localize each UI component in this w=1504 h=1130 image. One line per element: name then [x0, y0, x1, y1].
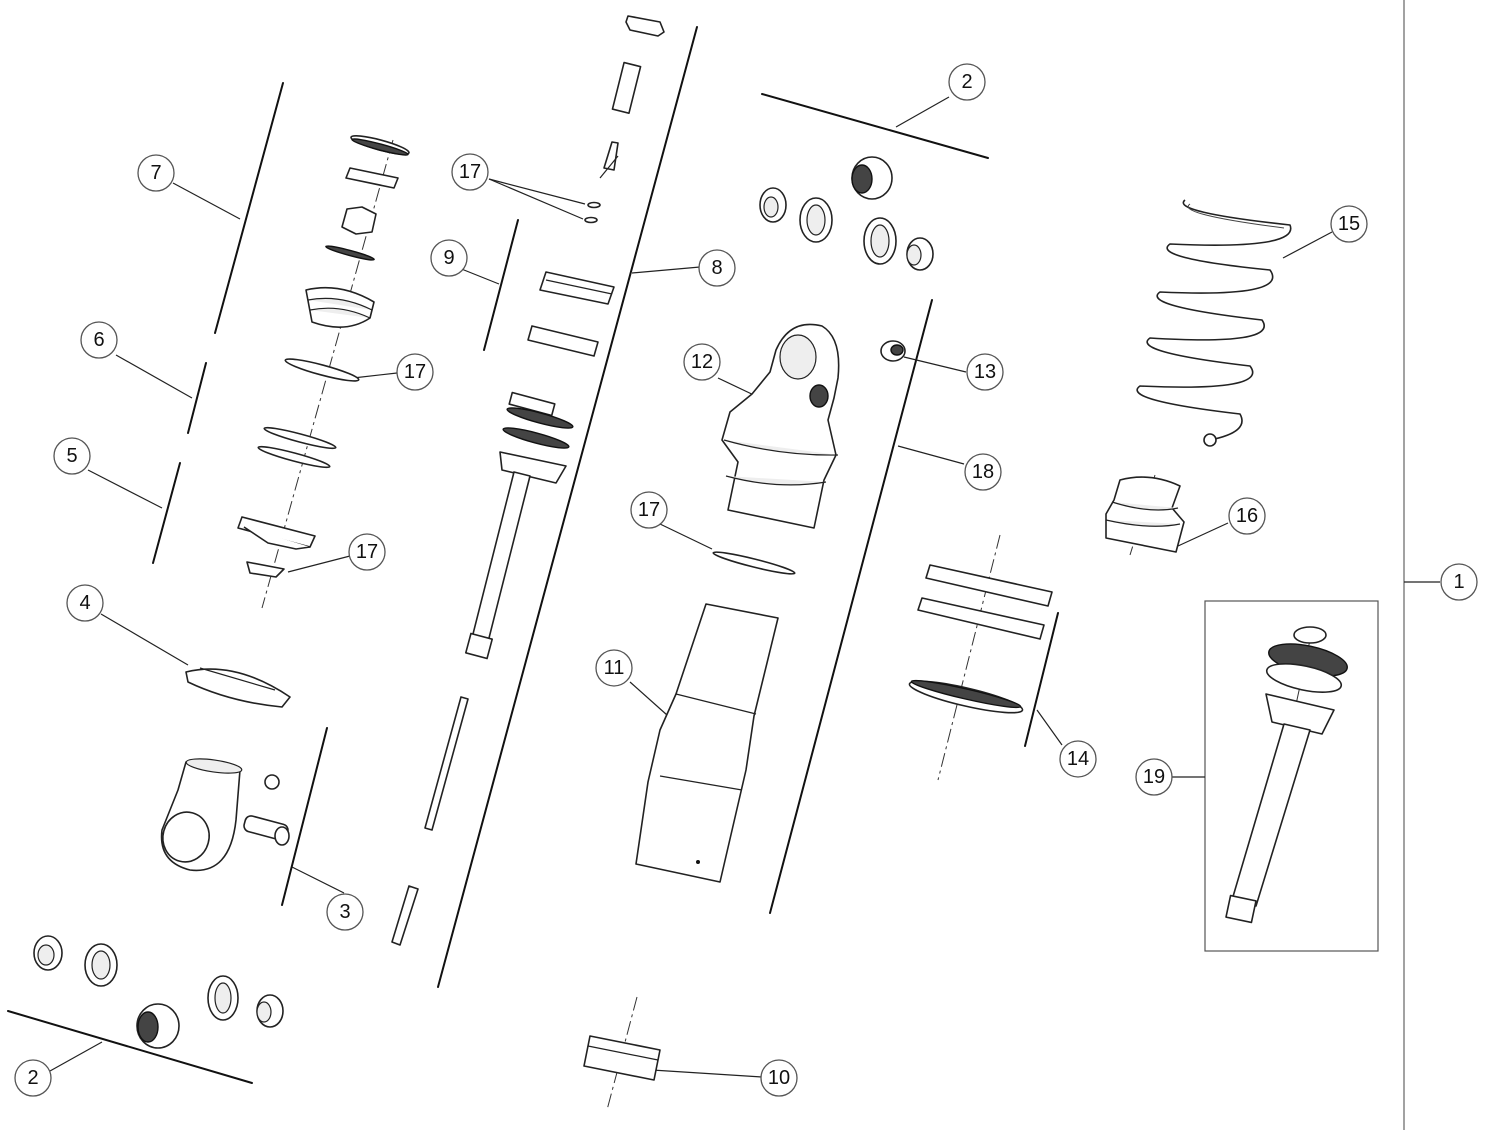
callout-17-center[interactable]: 17 [630, 491, 668, 529]
callout-9[interactable]: 9 [430, 239, 468, 277]
callout-16[interactable]: 16 [1228, 497, 1266, 535]
svg-text:2: 2 [27, 1067, 38, 1089]
svg-text:17: 17 [404, 361, 426, 383]
callout-3[interactable]: 3 [326, 893, 364, 931]
svg-text:8: 8 [711, 257, 722, 279]
svg-text:17: 17 [638, 499, 660, 521]
svg-text:7: 7 [150, 162, 161, 184]
part-12-body [721, 323, 840, 529]
svg-text:11: 11 [604, 657, 625, 679]
group-8-9-parts [391, 15, 665, 946]
svg-text:3: 3 [339, 901, 350, 923]
callout-15[interactable]: 15 [1330, 205, 1368, 243]
svg-text:9: 9 [443, 247, 454, 269]
svg-text:13: 13 [974, 361, 996, 383]
callout-17-top[interactable]: 17 [451, 153, 489, 191]
part-19-shaft-assembly [1225, 626, 1348, 924]
svg-text:6: 6 [93, 329, 104, 351]
group-14-parts [908, 564, 1053, 714]
svg-text:5: 5 [66, 445, 77, 467]
svg-text:17: 17 [356, 541, 378, 563]
part-17-seal [712, 551, 796, 575]
callout-17-lower-left[interactable]: 17 [348, 533, 386, 571]
group-brackets [7, 0, 1405, 1130]
callout-6[interactable]: 6 [80, 321, 118, 359]
callout-14[interactable]: 14 [1059, 740, 1097, 778]
callout-19[interactable]: 19 [1135, 758, 1173, 796]
center-axes [261, 139, 1311, 1111]
svg-text:1: 1 [1453, 571, 1464, 593]
callout-11[interactable]: 11 [595, 649, 633, 687]
part-4-cap [185, 667, 291, 708]
callout-10[interactable]: 10 [760, 1059, 798, 1097]
callout-5[interactable]: 5 [53, 437, 91, 475]
part-13-valve [880, 340, 906, 362]
group-3-parts [160, 758, 290, 872]
callout-8[interactable]: 8 [698, 249, 736, 287]
part-11-tube [635, 603, 779, 883]
callout-bubbles: 1 2 2 3 4 5 6 7 8 9 10 11 12 13 14 15 16… [14, 63, 1478, 1097]
svg-text:12: 12 [691, 351, 713, 373]
svg-text:17: 17 [459, 161, 481, 183]
svg-text:19: 19 [1143, 766, 1165, 788]
callout-2-bottom[interactable]: 2 [14, 1059, 52, 1097]
callout-12[interactable]: 12 [683, 343, 721, 381]
svg-text:18: 18 [972, 461, 994, 483]
part-15-spring [1136, 199, 1292, 447]
group-6-parts [257, 426, 337, 469]
leader-lines [49, 96, 1440, 1078]
callout-18[interactable]: 18 [964, 453, 1002, 491]
callout-17-mid-left[interactable]: 17 [396, 353, 434, 391]
svg-text:10: 10 [768, 1067, 790, 1089]
group-7-parts [284, 135, 410, 382]
svg-text:14: 14 [1067, 748, 1089, 770]
group-2-bottom-parts [33, 935, 284, 1049]
part-16-bumper [1105, 476, 1185, 553]
callout-2-top[interactable]: 2 [948, 63, 986, 101]
callout-1[interactable]: 1 [1440, 563, 1478, 601]
svg-text:4: 4 [79, 592, 90, 614]
svg-text:2: 2 [961, 71, 972, 93]
group-5-parts [237, 516, 316, 578]
svg-text:15: 15 [1338, 213, 1360, 235]
part-10-nut [583, 1035, 661, 1081]
svg-text:16: 16 [1236, 505, 1258, 527]
callout-4[interactable]: 4 [66, 584, 104, 622]
callout-7[interactable]: 7 [137, 154, 175, 192]
callout-13[interactable]: 13 [966, 353, 1004, 391]
group-2-top-parts [759, 156, 934, 271]
